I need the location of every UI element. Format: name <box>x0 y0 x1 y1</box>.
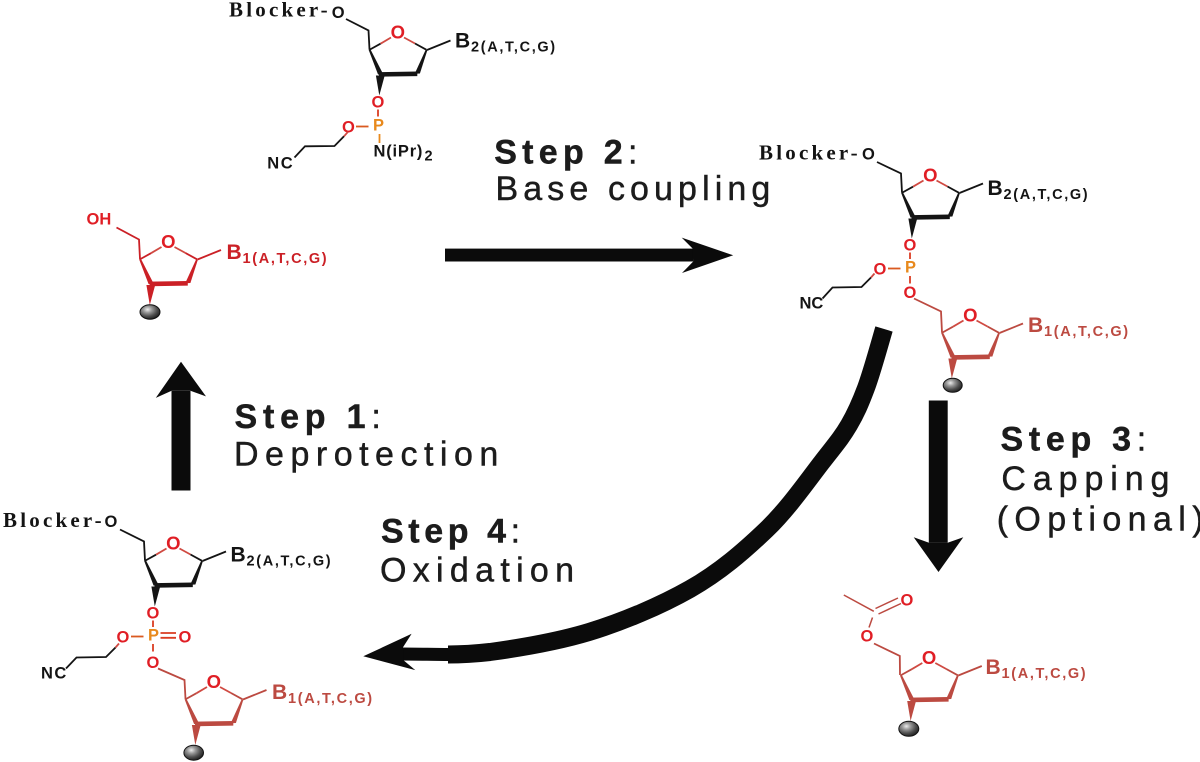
svg-text:O: O <box>332 4 345 22</box>
svg-text:O: O <box>901 592 914 610</box>
svg-text:Step 1:: Step 1: <box>235 398 387 436</box>
svg-text:NC: NC <box>267 155 294 173</box>
svg-text:P: P <box>148 627 159 645</box>
svg-text:Step 4:: Step 4: <box>381 513 525 551</box>
svg-text:1(A,T,C,G): 1(A,T,C,G) <box>243 251 329 267</box>
svg-text:Oxidation: Oxidation <box>380 552 580 590</box>
svg-text:1(A,T,C,G): 1(A,T,C,G) <box>288 691 374 707</box>
svg-text:O: O <box>179 629 192 647</box>
svg-text:O: O <box>207 671 221 692</box>
svg-text:O: O <box>862 146 875 164</box>
svg-text:Blocker-: Blocker- <box>759 141 861 165</box>
svg-text:O: O <box>391 22 405 43</box>
svg-text:2(A,T,C,G): 2(A,T,C,G) <box>471 40 557 56</box>
svg-text:P: P <box>373 117 384 135</box>
svg-text:O: O <box>904 284 917 302</box>
svg-text:OH: OH <box>87 211 112 229</box>
svg-text:O: O <box>161 231 175 252</box>
svg-text:Base coupling: Base coupling <box>496 170 776 208</box>
svg-text:Blocker-: Blocker- <box>3 508 105 532</box>
svg-text:B: B <box>227 241 242 264</box>
svg-text:Step 3:: Step 3: <box>1001 421 1152 459</box>
svg-text:2(A,T,C,G): 2(A,T,C,G) <box>1004 187 1090 203</box>
svg-text:2: 2 <box>425 149 435 165</box>
svg-text:NC: NC <box>41 665 68 683</box>
svg-text:NC: NC <box>800 294 824 312</box>
svg-text:O: O <box>861 628 874 646</box>
svg-text:O: O <box>874 261 887 279</box>
svg-text:B: B <box>272 681 287 704</box>
svg-text:B: B <box>988 177 1003 200</box>
svg-text:O: O <box>923 165 937 186</box>
svg-text:O: O <box>117 629 130 647</box>
svg-text:O: O <box>342 119 355 137</box>
svg-text:Capping: Capping <box>1001 460 1176 498</box>
svg-text:1(A,T,C,G): 1(A,T,C,G) <box>1002 666 1088 682</box>
svg-text:N(iPr): N(iPr) <box>374 143 424 161</box>
svg-text:1(A,T,C,G): 1(A,T,C,G) <box>1044 324 1130 340</box>
svg-text:(Optional): (Optional) <box>997 501 1200 539</box>
svg-text:O: O <box>166 533 180 554</box>
svg-text:O: O <box>963 305 977 326</box>
svg-text:Step 2:: Step 2: <box>494 134 643 172</box>
svg-text:O: O <box>147 654 160 672</box>
svg-text:B: B <box>231 544 246 567</box>
svg-text:O: O <box>922 647 936 668</box>
svg-text:O: O <box>372 94 385 112</box>
svg-text:Deprotection: Deprotection <box>234 435 505 473</box>
svg-text:O: O <box>904 237 917 255</box>
svg-text:B: B <box>986 656 1001 679</box>
svg-text:Blocker-: Blocker- <box>229 0 331 22</box>
svg-text:B: B <box>455 30 470 53</box>
svg-text:O: O <box>105 513 118 531</box>
svg-text:P: P <box>905 259 916 277</box>
svg-text:B: B <box>1028 314 1043 337</box>
svg-text:O: O <box>147 605 160 623</box>
svg-text:2(A,T,C,G): 2(A,T,C,G) <box>247 553 333 569</box>
